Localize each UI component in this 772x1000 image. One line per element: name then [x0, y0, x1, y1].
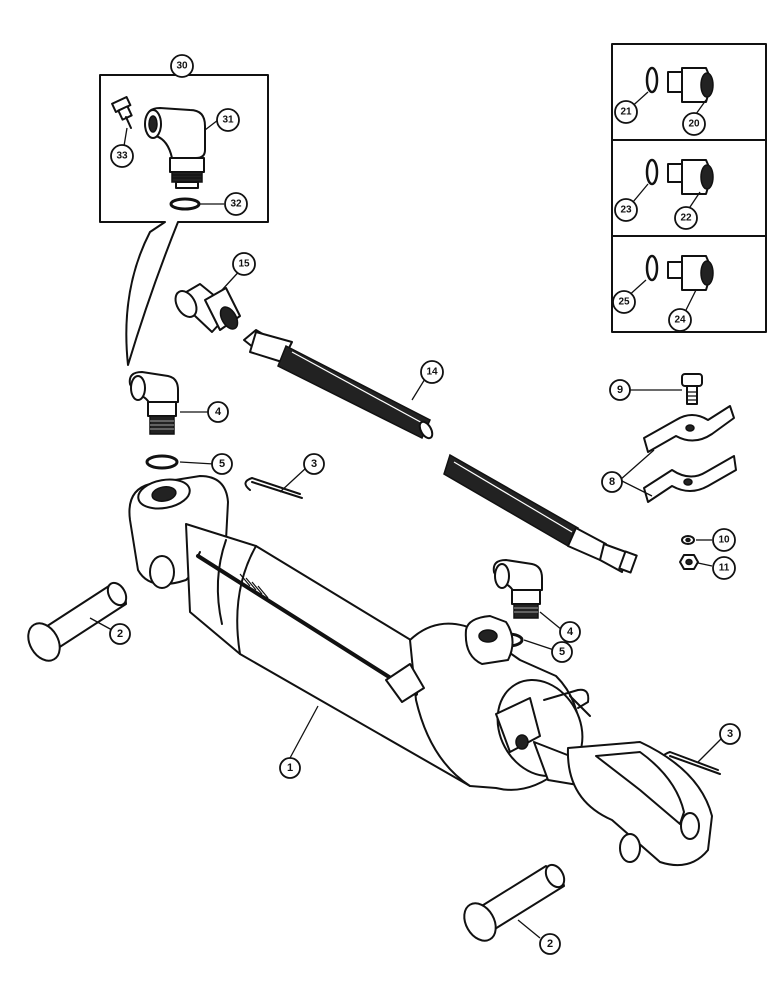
part-24-adapter: [667, 255, 714, 291]
svg-text:23: 23: [620, 205, 632, 216]
svg-text:25: 25: [618, 297, 630, 308]
callout-5-upper: 5: [211, 453, 233, 475]
part-31-elbow: [144, 107, 206, 189]
callout-20: 20: [682, 112, 706, 136]
callout-4-lower: 4: [559, 621, 581, 643]
part-22-adapter: [667, 159, 714, 195]
svg-text:2: 2: [547, 938, 553, 950]
svg-text:11: 11: [719, 563, 730, 574]
part-3-cotter-pin-upper: [244, 477, 303, 499]
callout-33: 33: [110, 144, 134, 168]
svg-text:32: 32: [230, 199, 242, 210]
svg-text:21: 21: [620, 107, 632, 118]
callout-8: 8: [601, 471, 623, 493]
callout-2-lower: 2: [539, 933, 561, 955]
svg-text:24: 24: [674, 315, 686, 326]
svg-text:2: 2: [117, 628, 123, 640]
inset-adapters-detail: [611, 43, 767, 333]
inset-30-detail: [99, 74, 269, 366]
svg-text:5: 5: [559, 646, 565, 658]
svg-text:15: 15: [238, 259, 250, 270]
part-33-fitting: [111, 95, 133, 129]
part-32-o-ring: [169, 197, 201, 211]
svg-text:4: 4: [567, 626, 574, 638]
callout-3-upper: 3: [303, 453, 325, 475]
part-4-elbow-lower: [492, 559, 543, 619]
svg-text:30: 30: [176, 61, 188, 72]
callout-32: 32: [224, 192, 248, 216]
svg-text:9: 9: [617, 384, 623, 396]
callout-2-upper: 2: [109, 623, 131, 645]
part-2-pin-lower: [463, 863, 566, 942]
svg-text:3: 3: [727, 728, 733, 740]
callout-5-lower: 5: [551, 641, 573, 663]
callout-31: 31: [216, 108, 240, 132]
svg-text:1: 1: [287, 762, 293, 774]
part-10-washer-hole: [685, 537, 691, 543]
part-4-elbow-upper: [128, 371, 179, 435]
svg-text:22: 22: [680, 213, 692, 224]
svg-text:33: 33: [116, 151, 128, 162]
part-9-bolt: [681, 373, 703, 405]
part-2-pin-upper: [27, 581, 128, 662]
leader-lines: [89, 91, 723, 939]
svg-text:5: 5: [219, 458, 225, 470]
svg-text:4: 4: [215, 406, 222, 418]
part-14-tie-rod: [243, 329, 638, 574]
svg-text:20: 20: [688, 119, 700, 130]
callout-11: 11: [712, 556, 736, 580]
callout-30: 30: [170, 54, 194, 78]
callout-10: 10: [712, 528, 736, 552]
callout-1: 1: [279, 757, 301, 779]
callout-23: 23: [614, 198, 638, 222]
part-5-o-ring-upper: [145, 454, 179, 470]
svg-text:10: 10: [718, 535, 730, 546]
part-15-coupling: [174, 283, 241, 333]
callout-22: 22: [674, 206, 698, 230]
callout-9: 9: [609, 379, 631, 401]
callout-4-upper: 4: [207, 401, 229, 423]
callout-21: 21: [614, 100, 638, 124]
svg-text:8: 8: [609, 476, 615, 488]
callout-15: 15: [232, 252, 256, 276]
part-1-hydraulic-cylinder: [128, 475, 713, 866]
part-20-adapter: [667, 67, 714, 103]
part-11-nut: [679, 554, 699, 570]
svg-text:14: 14: [426, 367, 438, 378]
callout-3-lower: 3: [719, 723, 741, 745]
part-8-clamp: [643, 405, 737, 503]
callout-14: 14: [420, 360, 444, 384]
svg-text:31: 31: [222, 115, 234, 126]
callout-24: 24: [668, 308, 692, 332]
svg-text:3: 3: [311, 458, 317, 470]
callout-25: 25: [612, 290, 636, 314]
